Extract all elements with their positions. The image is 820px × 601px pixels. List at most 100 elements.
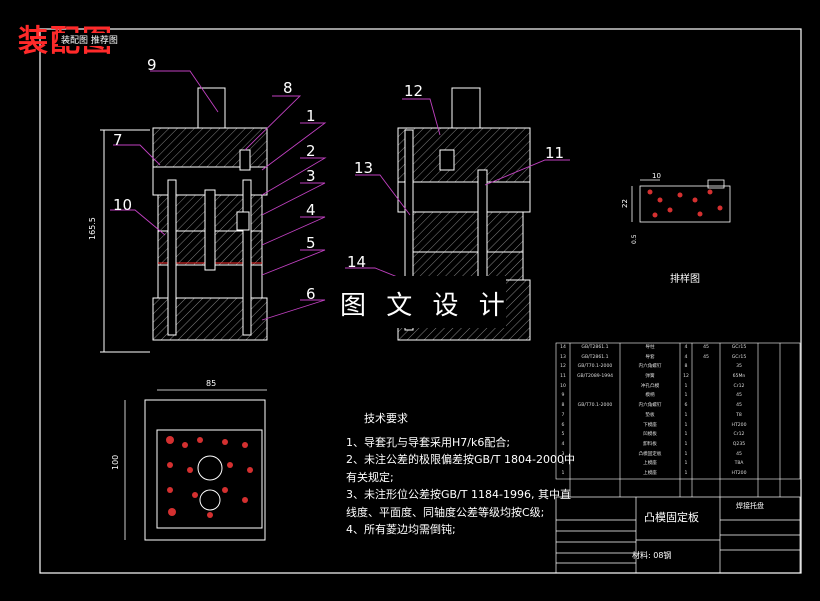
tech-item: 3、未注形位公差按GB/T 1184-1996, 其中直 (346, 488, 571, 501)
callout-14: 14 (347, 253, 366, 271)
bom-cell: 65Mn (732, 374, 746, 380)
tech-heading: 技术要求 (364, 412, 408, 425)
bom-cell: 45 (736, 393, 742, 399)
bom-cell (570, 430, 620, 440)
bom-cell: 凹模板 (643, 432, 657, 438)
bom-row: 2 上模座 1 T8A (556, 459, 800, 469)
bom-cell: Cr12 (733, 432, 745, 438)
strip-dimension-small: 0.5 (631, 234, 638, 244)
bom-cell: 1 (561, 470, 565, 476)
bom-cell: 上模座 (643, 461, 657, 467)
callout-1: 1 (306, 107, 316, 125)
bom-cell: 内六角螺钉 (638, 403, 662, 409)
bom-cell: 9 (561, 393, 565, 399)
tech-item: 2、未注公差的极限偏差按GB/T 1804-2000中 (346, 453, 575, 466)
bom-cell: 2 (561, 461, 565, 467)
bom-cell: 1 (684, 441, 688, 447)
bom-cell (570, 411, 620, 421)
callout-10: 10 (113, 196, 132, 214)
bom-cell (692, 401, 720, 411)
title-project: 焊接托盘 (736, 502, 764, 510)
callout-4: 4 (306, 201, 316, 219)
bom-cell: 1 (684, 412, 688, 418)
bom-cell (692, 450, 720, 460)
bom-cell: GB/T2089-1994 (576, 374, 614, 380)
leader-lines (110, 70, 570, 321)
bom-cell: 45 (736, 451, 742, 457)
bom-cell: T8 (736, 412, 742, 418)
bom-cell: T8A (734, 461, 744, 467)
bom-cell: GCr15 (731, 354, 747, 360)
bom-cell (692, 362, 720, 372)
bom-cell (692, 421, 720, 431)
dimension-height: 165.5 (88, 217, 97, 240)
bom-cell: 冲孔凸模 (640, 383, 660, 389)
bom-cell (692, 459, 720, 469)
watermark-text: 图 文 设 计 (340, 291, 511, 321)
bom-cell: 弹簧 (645, 374, 655, 380)
dimension-width: 85 (206, 379, 216, 388)
bom-cell (570, 469, 620, 479)
bom-cell: 卸料板 (643, 441, 657, 447)
bom-cell (692, 411, 720, 421)
bom-cell: GB/T2861.1 (581, 345, 609, 350)
bom-cell: 1 (684, 470, 688, 476)
plan-view (144, 399, 266, 541)
assembly-section-left (100, 87, 268, 353)
callout-11: 11 (545, 144, 564, 162)
dimension-bottom-height: 100 (111, 455, 120, 470)
bom-cell (692, 372, 720, 382)
bom-cell: HT200 (731, 470, 747, 476)
bom-cell: GCr15 (731, 345, 747, 350)
bom-cell: 45 (736, 403, 742, 409)
bom-cell: 4 (561, 441, 565, 447)
bom-cell (692, 440, 720, 450)
callout-2: 2 (306, 142, 316, 160)
bom-cell (570, 421, 620, 431)
bom-cell: 8 (561, 403, 565, 409)
bom-cell (692, 391, 720, 401)
bom-cell: 1 (684, 432, 688, 438)
bom-grid (555, 342, 801, 497)
bom-cell: 4 (684, 354, 688, 360)
bom-cell: GB/T70.1-2000 (577, 403, 613, 409)
callout-12: 12 (404, 82, 423, 100)
bom-cell: Cr12 (733, 383, 745, 389)
callout-13: 13 (354, 159, 373, 177)
bom-cell: 12 (560, 364, 566, 370)
bom-cell: HT200 (731, 422, 747, 428)
bom-cell: 1 (684, 461, 688, 467)
drawing-border (39, 28, 802, 574)
bom-cell: 模柄 (645, 393, 655, 399)
bom-cell: 1 (684, 393, 688, 399)
bom-cell: 14 (560, 345, 566, 350)
bom-cell: GB/T70.1-2000 (577, 364, 613, 370)
bom-cell: 1 (684, 451, 688, 457)
bom-cell (570, 440, 620, 450)
bom-cell (570, 391, 620, 401)
tech-requirements: 技术要求 1、导套孔与导套采用H7/k6配合; 2、未注公差的极限偏差按GB/T… (346, 410, 575, 539)
strip-dimension-left: 22 (621, 199, 629, 208)
bom-cell: 10 (560, 383, 566, 389)
watermark-box (330, 276, 506, 328)
tech-item: 线度、平面度、同轴度公差等级均按C级; (346, 505, 545, 519)
callout-8: 8 (283, 79, 293, 97)
bom-cell (570, 450, 620, 460)
bom-cell: 45 (703, 354, 709, 360)
title-part-name: 凸模固定板 (644, 511, 699, 524)
bom-cell: 3 (561, 451, 565, 457)
bom-cell (692, 430, 720, 440)
bom-row: 3 凸模固定板 1 45 (556, 450, 800, 460)
bom-cell: 垫板 (645, 412, 655, 418)
bom-cell: 4 (684, 345, 688, 350)
callout-7: 7 (113, 131, 123, 149)
bom-cell: 凸模固定板 (638, 451, 662, 457)
bom-cell: 5 (561, 432, 565, 438)
